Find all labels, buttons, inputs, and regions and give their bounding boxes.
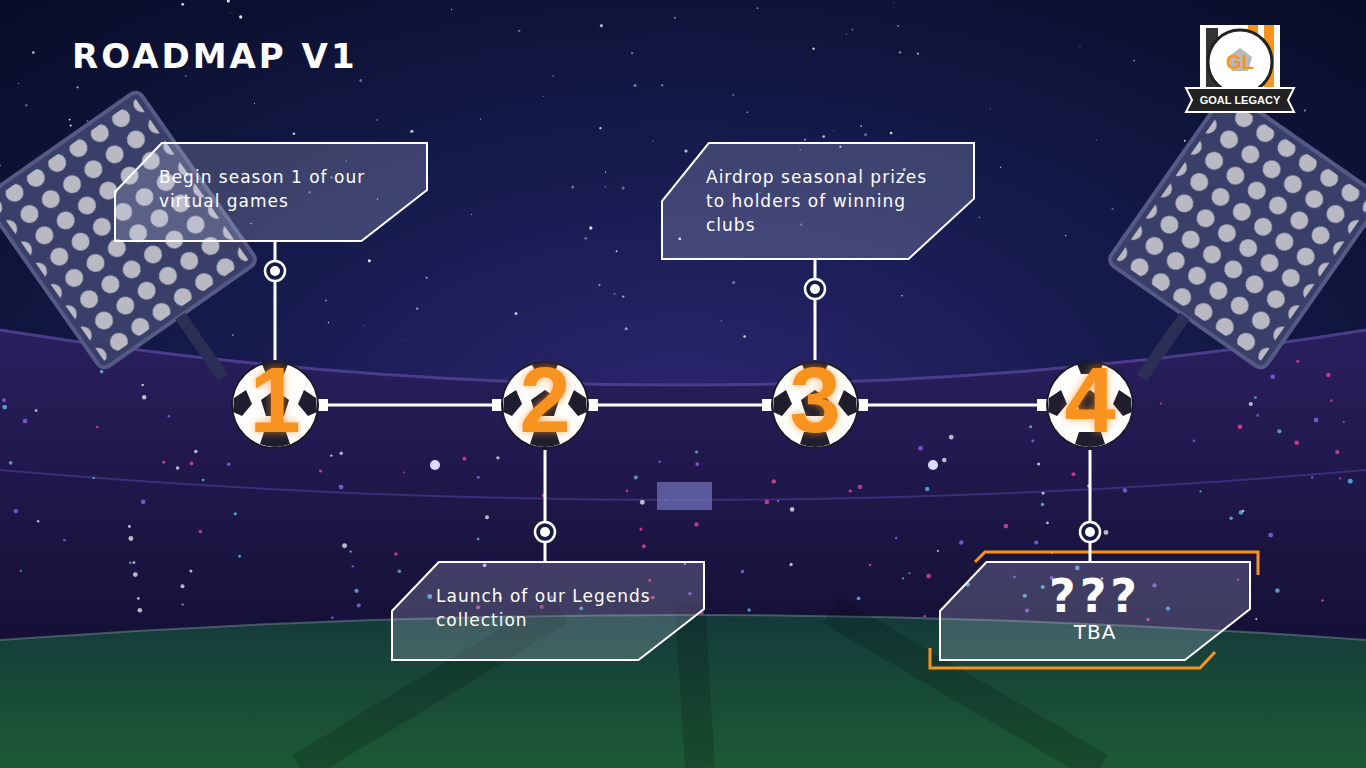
milestone-text: Begin season 1 of our virtual games	[159, 165, 399, 213]
box-content: Launch of our Legends collection	[392, 562, 704, 650]
milestone-ball: 1	[230, 360, 320, 450]
milestone-box: Begin season 1 of our virtual games	[115, 143, 427, 241]
milestone-ball: 4	[1045, 360, 1135, 450]
timeline-connector	[1080, 450, 1100, 562]
tba-mark: ???	[980, 572, 1210, 620]
tba-text: TBA	[980, 620, 1210, 644]
milestone-number: 2	[500, 354, 590, 446]
milestone-text: Airdrop seasonal prizes to holders of wi…	[706, 165, 946, 237]
milestone-box: Airdrop seasonal prizes to holders of wi…	[662, 143, 974, 259]
tba-brackets	[930, 552, 1258, 668]
milestone-number: 3	[770, 354, 860, 446]
timeline-connector	[265, 241, 285, 360]
box-content: Airdrop seasonal prizes to holders of wi…	[662, 143, 974, 255]
logo-badge	[1186, 25, 1294, 112]
box-content: ???TBA	[940, 562, 1250, 656]
timeline-connector	[316, 399, 504, 411]
timeline-connector	[586, 399, 774, 411]
timeline-connector	[856, 399, 1049, 411]
tba-box: ???TBA	[940, 562, 1250, 660]
box-content: Begin season 1 of our virtual games	[115, 143, 427, 231]
timeline-connector	[535, 450, 555, 562]
diagram-title: ROADMAP V1	[72, 36, 358, 76]
milestone-number: 1	[230, 354, 320, 446]
milestone-text: Launch of our Legends collection	[436, 584, 676, 632]
milestone-box: Launch of our Legends collection	[392, 562, 704, 660]
milestone-number: 4	[1045, 354, 1135, 446]
logo-monogram: GL	[1226, 51, 1254, 74]
milestone-ball: 2	[500, 360, 590, 450]
milestone-ball: 3	[770, 360, 860, 450]
logo-wordmark: GOAL LEGACY	[1200, 94, 1280, 106]
timeline-connector	[805, 259, 825, 360]
